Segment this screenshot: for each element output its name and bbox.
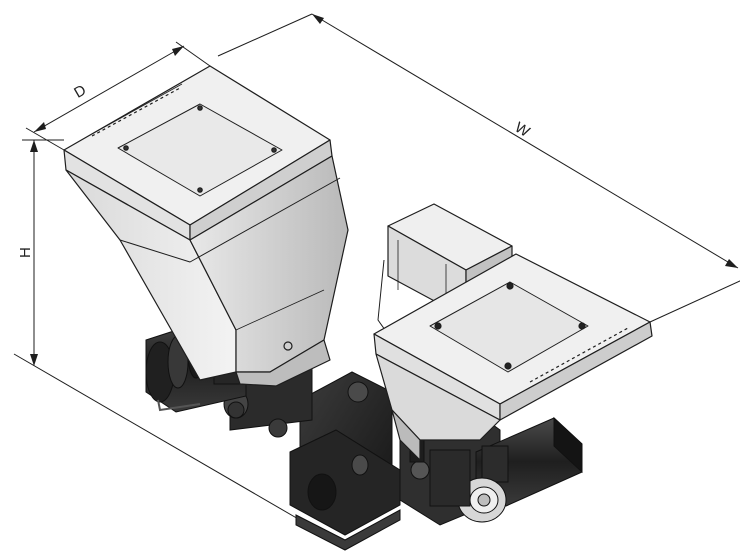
- dimension-arrows: [30, 14, 738, 366]
- left-hopper: [63, 65, 349, 387]
- right-hopper: [373, 253, 653, 461]
- height-dimension-label: H: [17, 247, 34, 258]
- depth-dimension-label: D: [71, 81, 89, 101]
- dimension-lines: [13, 13, 740, 521]
- width-dimension-label: W: [512, 119, 534, 141]
- right-drive-motor: [429, 416, 583, 523]
